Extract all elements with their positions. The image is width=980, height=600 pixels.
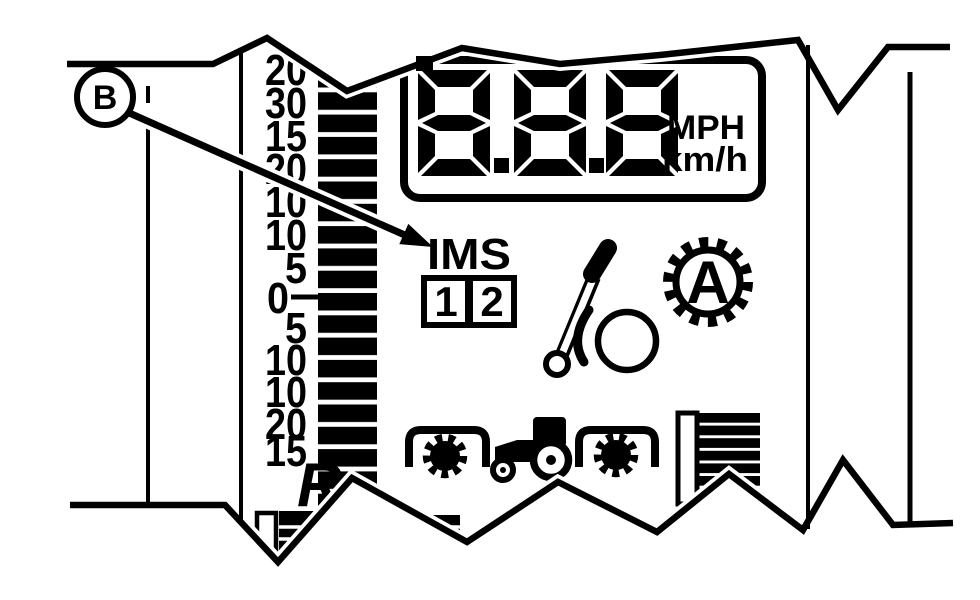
speed-scale: 20 30 15 20 10 10 5 0 5 10 10 20 15 R (265, 46, 377, 520)
scale-label: 20 (265, 400, 307, 449)
ims-box-1-digit: 1 (434, 278, 457, 325)
torn-edge-top (67, 34, 950, 116)
callout-leader-line (125, 108, 409, 240)
seven-segment-digits (418, 70, 678, 176)
range-bracket-left (405, 426, 490, 467)
decimal-point-1 (494, 158, 509, 173)
lever-pivot-ring (543, 350, 571, 378)
ims-box-2 (467, 275, 517, 328)
scale-label: 5 (285, 244, 307, 293)
gear-body-ring (672, 246, 744, 318)
scale-label: 30 (265, 79, 307, 128)
torn-edge-bottom (70, 454, 954, 567)
scale-label: 10 (265, 336, 307, 385)
panel-edge-lines (146, 45, 913, 529)
scale-label-zero: 0 (267, 274, 289, 323)
lever-motion-arc (573, 305, 594, 367)
callout-letter: B (93, 79, 118, 117)
scale-label: 15 (265, 112, 307, 161)
callout-b: B (74, 66, 433, 247)
digit-2 (514, 70, 586, 176)
gear-teeth-ring (663, 237, 753, 327)
torn-edges (67, 29, 954, 573)
display-corner-block (416, 56, 433, 71)
scale-label: 15 (265, 427, 307, 476)
tractor-icon (490, 417, 573, 483)
segment-stack-bar (675, 410, 700, 507)
callout-circle (74, 66, 136, 128)
scale-label: 10 (265, 211, 307, 260)
shuttle-lever-icon (543, 239, 660, 378)
tractor-cab (533, 417, 566, 447)
ims-box-2-digit: 2 (480, 278, 503, 325)
auto-gear-indicator: A (663, 237, 753, 327)
lever-base-circle (594, 308, 660, 374)
gear-icon-left-teeth (422, 433, 468, 479)
unit-mph-label: MPH (667, 109, 745, 147)
ims-indicator: IMS 1 2 (421, 230, 517, 328)
tractor-front-hub (500, 467, 506, 473)
gear-icon-right-teeth (593, 432, 639, 478)
speed-bar-graph (318, 70, 377, 520)
tractor-rear-hub (546, 455, 556, 465)
scale-label: 5 (285, 304, 307, 353)
auto-gear-letter: A (686, 249, 729, 316)
lever-knob (583, 239, 617, 283)
gear-icon-right (601, 440, 631, 470)
decimal-point-2 (589, 158, 604, 173)
callout-arrowhead (399, 223, 433, 247)
ims-label: IMS (427, 230, 511, 279)
gear-icon-left (430, 441, 460, 471)
unit-kmh-label: km/h (662, 141, 748, 179)
lever-rod-fill (558, 277, 597, 356)
digit-1 (418, 70, 490, 176)
range-bracket-right (575, 426, 659, 467)
scale-label: 10 (265, 368, 307, 417)
